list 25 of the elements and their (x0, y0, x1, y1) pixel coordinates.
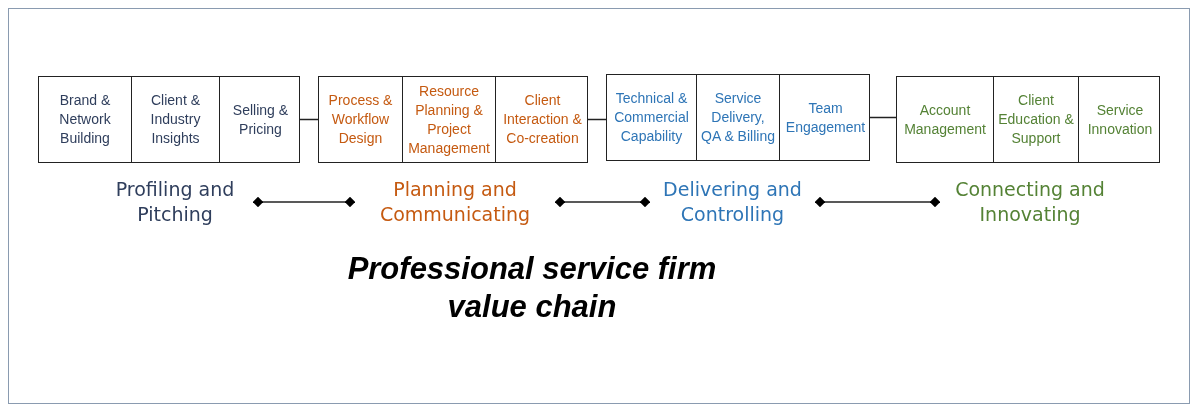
stage-box (606, 74, 870, 161)
diagram-title: Professional service firm value chain (346, 250, 718, 326)
activity-cell: Client & Industry Insights (132, 77, 220, 162)
connector-line (869, 116, 897, 119)
activity-cell: Service Innovation (1079, 77, 1161, 162)
activity-cell: Resource Planning & Project Management (403, 77, 496, 162)
activity-cell: Selling & Pricing (220, 77, 301, 162)
diamond-ended-connector (554, 196, 651, 208)
activity-cell: Account Management (897, 77, 994, 162)
diamond-ended-connector (252, 196, 356, 208)
diamond-ended-connector (814, 196, 941, 208)
stage-box (38, 76, 300, 163)
stage-heading: Delivering and Controlling (645, 176, 820, 228)
activity-cell: Client Education & Support (994, 77, 1079, 162)
stage-heading: Planning and Communicating (350, 176, 560, 228)
stage-heading: Profiling and Pitching (92, 176, 258, 228)
activity-cell: Service Delivery, QA & Billing (697, 75, 780, 160)
activity-cell: Brand & Network Building (39, 77, 132, 162)
stage-box (318, 76, 588, 163)
activity-cell: Process & Workflow Design (319, 77, 403, 162)
activity-cell: Client Interaction & Co-creation (496, 77, 589, 162)
activity-cell: Team Engagement (780, 75, 871, 160)
stage-heading: Connecting and Innovating (935, 176, 1125, 228)
stage-box (896, 76, 1160, 163)
activity-cell: Technical & Commercial Capability (607, 75, 697, 160)
